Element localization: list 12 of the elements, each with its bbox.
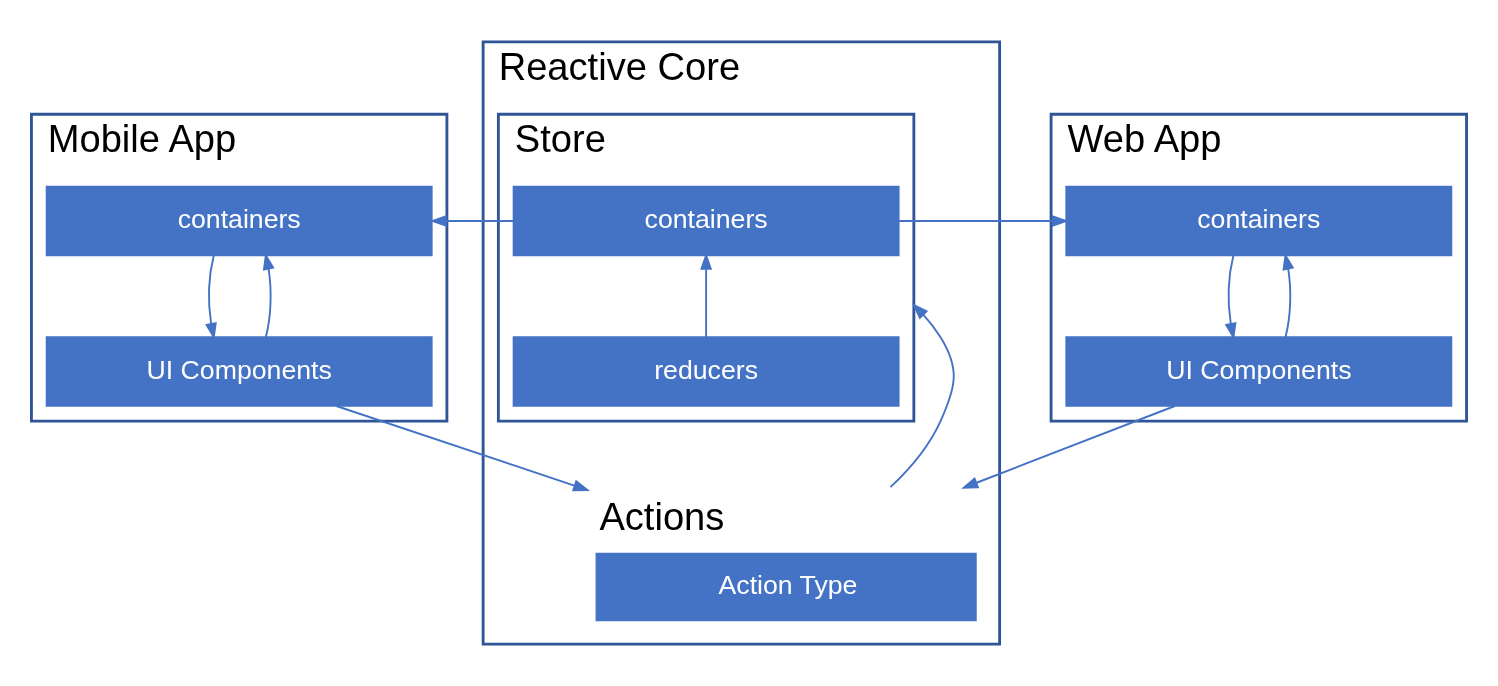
node-box: containers bbox=[1065, 185, 1453, 257]
node-box: UI Components bbox=[1065, 336, 1453, 407]
arrow bbox=[429, 215, 515, 228]
node-box: reducers bbox=[512, 336, 900, 407]
node-label: Actions bbox=[599, 495, 725, 538]
node-box: containers bbox=[45, 185, 433, 257]
node-box: UI Components bbox=[45, 336, 433, 407]
arrow bbox=[889, 303, 955, 489]
node-box: Action Type bbox=[595, 552, 977, 622]
arrow bbox=[961, 405, 1176, 489]
node-box: containers bbox=[512, 185, 900, 257]
arrow bbox=[335, 405, 591, 492]
